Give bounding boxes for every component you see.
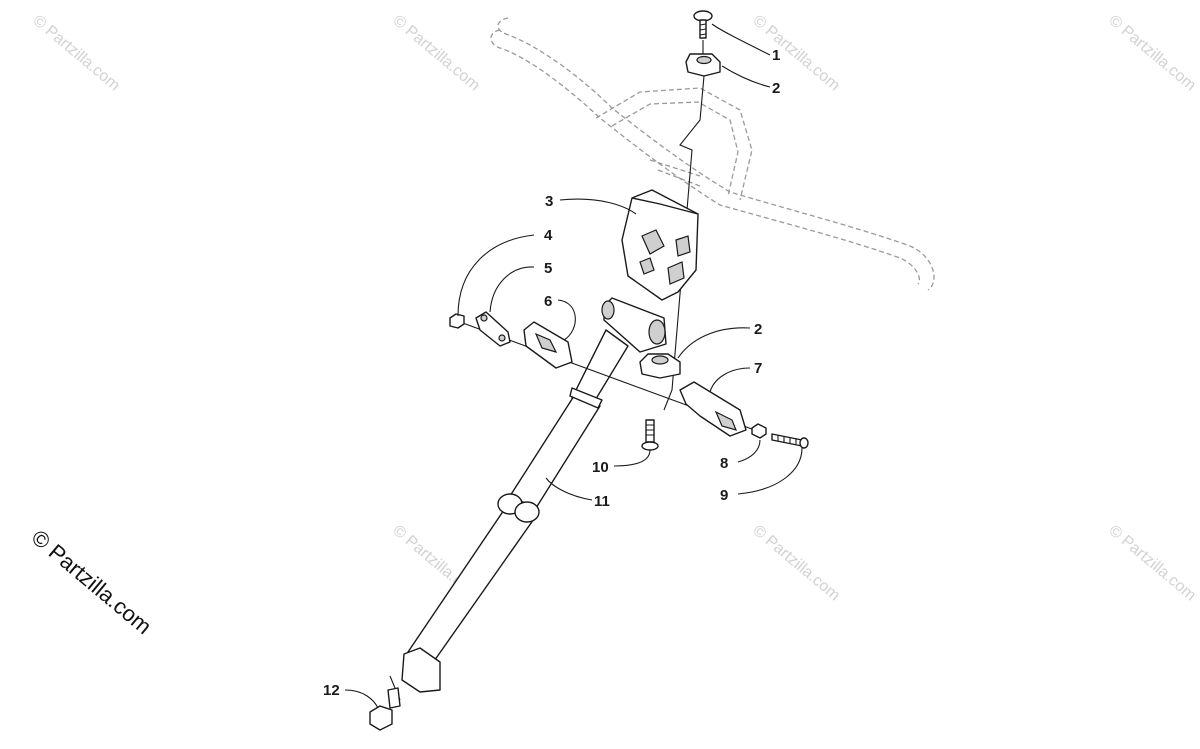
watermark-faint: © Partzilla.com [749, 12, 843, 94]
part-11-steering-post [387, 329, 629, 709]
callout-1: 1 [772, 47, 780, 64]
leader-lines [344, 23, 803, 709]
part-10-screw [641, 419, 659, 451]
assembly-axis-line [663, 40, 705, 411]
callout-10: 10 [592, 459, 609, 476]
callout-12: 12 [323, 682, 340, 699]
watermark-faint: © Partzilla.com [749, 522, 843, 604]
watermark-faint: © Partzilla.com [29, 12, 123, 94]
part-2-upper-clamp [685, 53, 721, 77]
callout-4: 4 [544, 227, 553, 244]
part-8-washer [751, 423, 767, 439]
part-4-nut [449, 313, 465, 329]
callout-8: 8 [720, 455, 728, 472]
steering-post-crossbar [601, 297, 667, 353]
watermark-faint: © Partzilla.com [1105, 12, 1199, 94]
part-9-bolt [771, 433, 809, 449]
part-12-nut [369, 705, 393, 731]
part-1-screw [693, 10, 713, 39]
part-2-lower-clamp [639, 353, 681, 379]
watermark-faint: © Partzilla.com [1105, 522, 1199, 604]
callout-11: 11 [594, 493, 610, 510]
watermark-faint: © Partzilla.com [389, 12, 483, 94]
part-5-lever-link [475, 311, 511, 347]
part-6-lever-bracket [523, 321, 573, 369]
callout-6: 6 [544, 293, 552, 310]
callout-labels: 1 2 3 4 5 6 2 7 8 9 10 11 12 [323, 47, 780, 699]
handlebar-phantom [490, 17, 935, 291]
callout-7: 7 [754, 360, 762, 377]
callout-3: 3 [545, 193, 553, 210]
callout-2-lower: 2 [754, 321, 762, 338]
callout-9: 9 [720, 487, 728, 504]
callout-5: 5 [544, 260, 552, 277]
callout-2-upper: 2 [772, 80, 780, 97]
watermark-main: © Partzilla.com [27, 525, 157, 639]
part-7-throttle-block [679, 381, 747, 437]
part-3-riser-block [621, 189, 699, 301]
